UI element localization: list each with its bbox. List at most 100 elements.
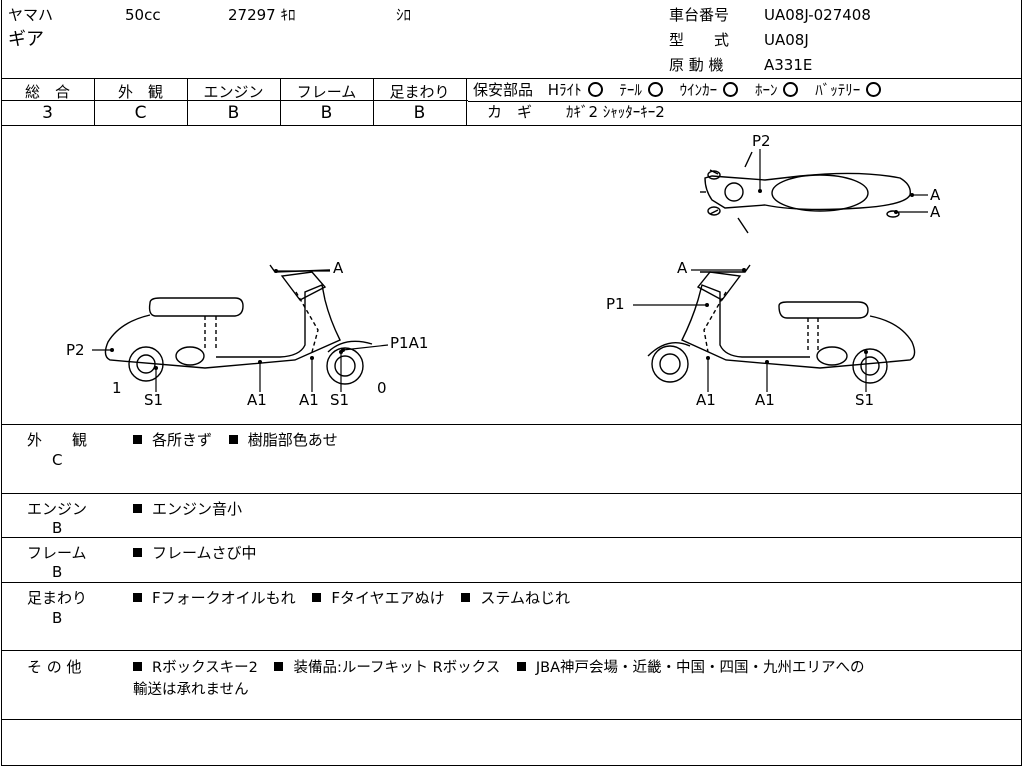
label-left-s1a: S1 [144,391,163,409]
note-item: 各所きず [152,431,213,449]
engine-value: A331E [764,56,813,74]
note-item: Fフォークオイルもれ [152,589,296,607]
section-grade: C [52,451,63,469]
grade-label: フレーム [296,83,357,101]
divider [1,582,1022,583]
safety-item-horn: ﾎｰﾝ [755,81,811,99]
label-top-a2: A [930,203,941,221]
maker: ヤマハ [8,6,54,24]
bullet-square-icon [228,435,238,444]
damage-diagram: P2 A A A P2 P1A1 1 S1 A1 A1 S1 0 A P1 A1… [66,132,941,409]
note-item: 装備品:ルーフキット Rボックス [293,660,501,676]
label-left-a: A [333,259,344,277]
section-title: フレーム [27,544,87,562]
type-label: 型 式 [669,31,730,49]
safety-item-winker: ｳｲﾝｶｰ [680,81,751,99]
ok-circle-icon [866,82,882,97]
divider [1,537,1022,538]
note-item: Rボックスキー2 [152,660,258,676]
safety-item-name: ﾊﾞｯﾃﾘｰ [815,81,861,99]
grade-value: B [320,103,333,123]
label-left-p1a1: P1A1 [390,334,428,352]
ok-circle-icon [723,82,739,97]
grade-value: 3 [42,103,53,123]
scooter-left-view [104,264,373,385]
divider [1,493,1022,494]
label-left-0: 0 [377,379,387,397]
note-item: JBA神戸会場・近畿・中国・四国・九州エリアへの [535,660,865,676]
divider [373,78,374,125]
safety-label: 保安部品 [473,81,534,99]
ok-circle-icon [647,82,663,97]
key-value: ｶｷﾞ2 ｼｬｯﾀｰｷｰ2 [566,103,665,121]
safety-item-name: ﾎｰﾝ [754,81,778,99]
label-left-1: 1 [112,379,122,397]
bullet-square-icon [133,662,142,671]
bullet-square-icon [133,504,142,513]
safety-item-headlight: Hﾗｲﾄ [548,81,615,99]
label-right-a1b: A1 [755,391,775,409]
grade-label: 総 合 [24,83,70,101]
grade-label: 外 観 [117,83,163,101]
divider [94,78,95,125]
frame-no: UA08J-027408 [764,6,871,24]
divider [1,78,1022,79]
model-name: ギア [8,29,44,50]
bullet-square-icon [133,435,142,444]
key-label: カ ギ [487,103,533,121]
label-top-a1: A [930,186,941,204]
color: ｼﾛ [396,6,412,24]
grade-label: 足まわり [389,83,450,101]
grade-value: C [134,103,147,123]
note-item: フレームさび中 [152,544,257,562]
note-item: Fタイヤエアぬけ [331,589,445,607]
engine-label: 原 動 機 [669,56,724,74]
divider [280,78,281,125]
label-left-a1b: A1 [299,391,319,409]
safety-parts-row: 保安部品 Hﾗｲﾄ ﾃｰﾙ ｳｲﾝｶｰ ﾎｰﾝ ﾊﾞｯﾃﾘｰ [473,81,882,99]
divider [1,650,1022,651]
grade-label: エンジン [203,83,264,101]
note-item: ステムねじれ [480,589,570,607]
note-continuation: 輸送は承れません [133,682,249,698]
divider [468,101,1022,102]
bullet-square-icon [133,548,142,557]
grade-value: B [227,103,240,123]
safety-item-tail: ﾃｰﾙ [619,81,675,99]
type-value: UA08J [764,31,809,49]
bullet-square-icon [516,662,526,671]
safety-item-battery: ﾊﾞｯﾃﾘｰ [815,81,882,99]
section-grade: B [52,519,63,537]
safety-item-name: ｳｲﾝｶｰ [679,81,718,99]
mileage: 27297 ｷﾛ [228,6,296,24]
divider [1,125,1022,126]
bullet-square-icon [461,593,471,602]
section-title: エンジン [27,500,88,518]
note-item: 樹脂部色あせ [247,431,338,449]
label-right-p1: P1 [606,295,625,313]
bullet-square-icon [274,662,284,671]
bullet-square-icon [133,593,142,602]
divider [1,100,468,101]
divider [1,424,1022,425]
scooter-right-view [647,264,916,384]
note-item: エンジン音小 [152,500,243,518]
divider [187,78,188,125]
grade-value: B [413,103,426,123]
displacement: 50cc [125,6,161,24]
safety-item-name: ﾃｰﾙ [619,81,642,99]
label-right-s1: S1 [855,391,874,409]
frame-no-label: 車台番号 [669,6,730,24]
label-right-a: A [677,259,688,277]
section-title: 足まわり [27,589,88,607]
section-title: 外 観 [27,431,88,449]
section-grade: B [52,609,63,627]
divider [466,78,467,125]
label-left-s1b: S1 [330,391,349,409]
label-right-a1a: A1 [696,391,716,409]
label-top-p2: P2 [752,132,771,150]
section-title: そ の 他 [27,658,82,676]
ok-circle-icon [783,82,799,97]
section-grade: B [52,563,63,581]
